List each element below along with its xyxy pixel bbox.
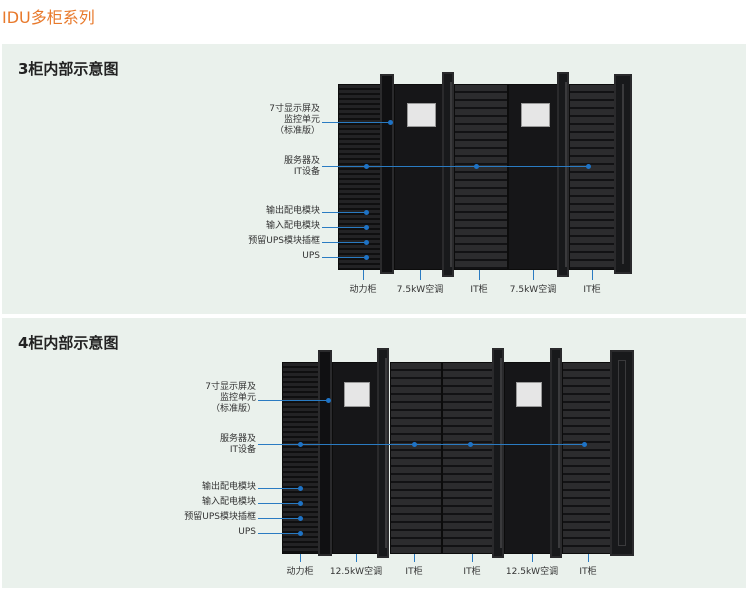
ac-cabinet <box>332 362 382 554</box>
label-ups-slot: 预留UPS模块插框 <box>248 236 320 246</box>
pointer-line <box>258 503 300 504</box>
bottom-label: IT柜 <box>405 567 423 577</box>
bottom-label: 动力柜 <box>349 285 377 295</box>
bottom-tick <box>363 270 364 280</box>
it-cabinet-door <box>614 74 632 274</box>
label-output-pdm: 输出配电模块 <box>201 482 256 492</box>
pointer-dot <box>364 164 369 169</box>
pointer-dot <box>582 442 587 447</box>
label-display-unit: 7寸显示屏及 监控单元 （标准版） <box>269 104 320 136</box>
pointer-line <box>258 444 584 445</box>
it-cabinet <box>562 362 612 554</box>
pointer-dot <box>298 531 303 536</box>
label-input-pdm: 输入配电模块 <box>201 497 256 507</box>
it-cabinet <box>390 362 442 554</box>
pointer-dot <box>364 210 369 215</box>
pointer-dot <box>364 240 369 245</box>
bottom-tick <box>532 554 533 562</box>
panel-3-cabinet: 3柜内部示意图 7寸显示屏及 监控单元 （标准版） 服务器及 IT设备 输出配电… <box>2 44 746 314</box>
bottom-tick <box>479 270 480 280</box>
bottom-tick <box>472 554 473 562</box>
pointer-line <box>258 518 300 519</box>
bottom-tick <box>588 554 589 562</box>
bottom-tick <box>414 554 415 562</box>
power-cabinet <box>338 84 388 270</box>
panel-title: 3柜内部示意图 <box>18 60 119 78</box>
power-cabinet-door <box>380 74 394 274</box>
pointer-line <box>322 242 366 243</box>
it-cabinet <box>454 84 508 270</box>
ac-cabinet-door <box>442 72 454 277</box>
panel-4-cabinet: 4柜内部示意图 7寸显示屏及 监控单元 （标准版） 服务器及 IT设备 输出配电… <box>2 318 746 588</box>
bottom-label: 7.5kW空调 <box>396 285 444 295</box>
ac-cabinet-door <box>557 72 569 277</box>
pointer-line <box>258 400 328 401</box>
pointer-line <box>258 533 300 534</box>
bottom-tick <box>420 270 421 280</box>
it-cabinet-door <box>492 348 504 558</box>
pointer-dot <box>364 225 369 230</box>
bottom-tick <box>533 270 534 280</box>
pointer-line <box>322 166 588 167</box>
bottom-label: IT柜 <box>583 285 601 295</box>
label-server: 服务器及 IT设备 <box>283 156 320 177</box>
pointer-line <box>322 122 390 123</box>
pointer-dot <box>326 398 331 403</box>
label-ups: UPS <box>302 251 320 261</box>
ac-cabinet <box>504 362 554 554</box>
pointer-dot <box>298 501 303 506</box>
pointer-dot <box>298 516 303 521</box>
panel-title: 4柜内部示意图 <box>18 334 119 352</box>
ac-cabinet <box>394 84 449 270</box>
pointer-dot <box>388 120 393 125</box>
bottom-label: 12.5kW空调 <box>505 567 559 577</box>
pointer-dot <box>298 442 303 447</box>
pointer-dot <box>298 486 303 491</box>
it-cabinet-door <box>610 350 634 556</box>
pointer-dot <box>468 442 473 447</box>
pointer-line <box>322 212 366 213</box>
bottom-label: 7.5kW空调 <box>509 285 557 295</box>
label-server: 服务器及 IT设备 <box>219 434 256 455</box>
it-cabinet <box>569 84 619 270</box>
page-title: IDU多柜系列 <box>2 8 95 27</box>
bottom-tick <box>356 554 357 562</box>
bottom-label: IT柜 <box>579 567 597 577</box>
label-ups: UPS <box>238 527 256 537</box>
label-ups-slot: 预留UPS模块插框 <box>184 512 256 522</box>
bottom-label: 动力柜 <box>286 567 314 577</box>
bottom-label: IT柜 <box>463 567 481 577</box>
pointer-line <box>258 488 300 489</box>
bottom-tick <box>300 554 301 562</box>
ac-cabinet <box>508 84 563 270</box>
bottom-label: IT柜 <box>470 285 488 295</box>
pointer-dot <box>586 164 591 169</box>
pointer-dot <box>412 442 417 447</box>
power-cabinet-door <box>318 350 332 556</box>
ac-cabinet-door <box>377 348 389 558</box>
pointer-dot <box>364 255 369 260</box>
pointer-dot <box>474 164 479 169</box>
label-input-pdm: 输入配电模块 <box>265 221 320 231</box>
bottom-tick <box>592 270 593 280</box>
pointer-line <box>322 257 366 258</box>
ac-cabinet-door <box>550 348 562 558</box>
it-cabinet <box>442 362 494 554</box>
label-output-pdm: 输出配电模块 <box>265 206 320 216</box>
pointer-line <box>322 227 366 228</box>
label-display-unit: 7寸显示屏及 监控单元 （标准版） <box>205 382 256 414</box>
bottom-label: 12.5kW空调 <box>329 567 383 577</box>
